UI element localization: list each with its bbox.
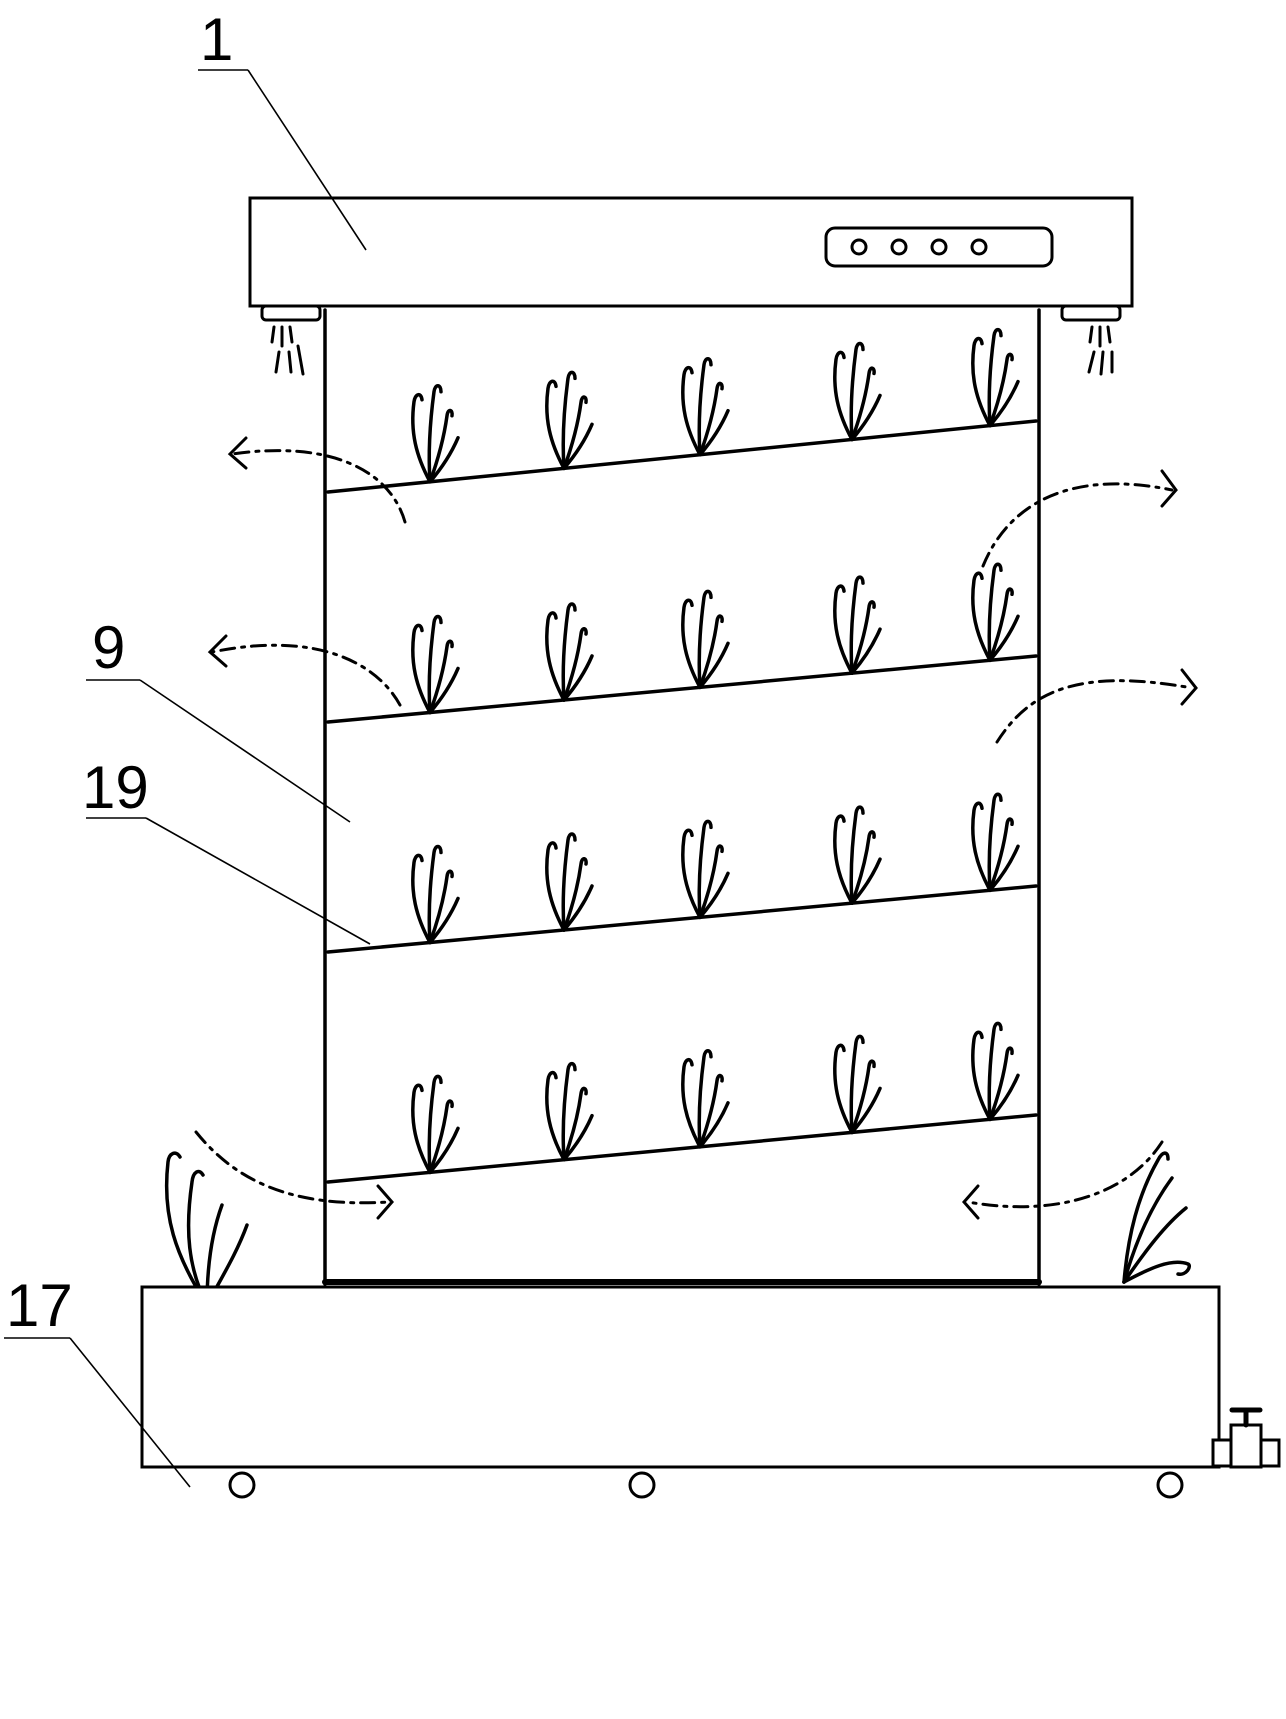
plant (545, 370, 594, 471)
airflow-arrows (194, 436, 1198, 1220)
control-buttons (850, 238, 988, 256)
plant (681, 589, 730, 690)
tray-2 (326, 654, 1038, 724)
callout-labels: 1 9 19 17 (6, 6, 233, 1339)
base-tank (140, 1285, 1281, 1499)
plant (411, 384, 460, 484)
plant (411, 614, 460, 715)
plant (833, 805, 882, 905)
plant (545, 602, 594, 702)
plant (681, 1049, 730, 1149)
plants (411, 327, 1020, 1175)
plant (681, 819, 730, 920)
casters (228, 1471, 1184, 1499)
control-panel (824, 226, 1054, 268)
callout-19: 19 (82, 754, 149, 821)
tray-1 (326, 419, 1038, 494)
plant (971, 562, 1020, 663)
left-sprayer (270, 325, 305, 376)
frame (322, 308, 1042, 1286)
control-button (890, 238, 908, 256)
plant (833, 1034, 882, 1135)
plant (545, 1061, 594, 1162)
callout-17: 17 (6, 1272, 73, 1339)
control-button (930, 238, 948, 256)
plant (833, 575, 882, 675)
plant (681, 357, 730, 457)
plant (833, 341, 882, 442)
plant (971, 1021, 1020, 1122)
leader-lines (4, 69, 371, 1488)
trays (326, 419, 1038, 1184)
tray-3 (326, 884, 1038, 954)
plant (545, 832, 594, 932)
base-plant-left (164, 1151, 249, 1307)
callout-9: 9 (92, 614, 125, 681)
caster-wheel (1156, 1471, 1184, 1499)
caster-wheel (228, 1471, 256, 1499)
callout-1: 1 (200, 6, 233, 73)
base-plant-right (1122, 1151, 1191, 1284)
tray-4 (326, 1113, 1038, 1184)
control-button (970, 238, 988, 256)
caster-wheel (628, 1471, 656, 1499)
plant (971, 792, 1020, 893)
drain-valve (1211, 1407, 1281, 1469)
top-unit (248, 196, 1134, 376)
plant (971, 327, 1020, 428)
plant (411, 844, 460, 945)
plant (411, 1074, 460, 1175)
control-button (850, 238, 868, 256)
right-sprayer (1087, 325, 1114, 376)
